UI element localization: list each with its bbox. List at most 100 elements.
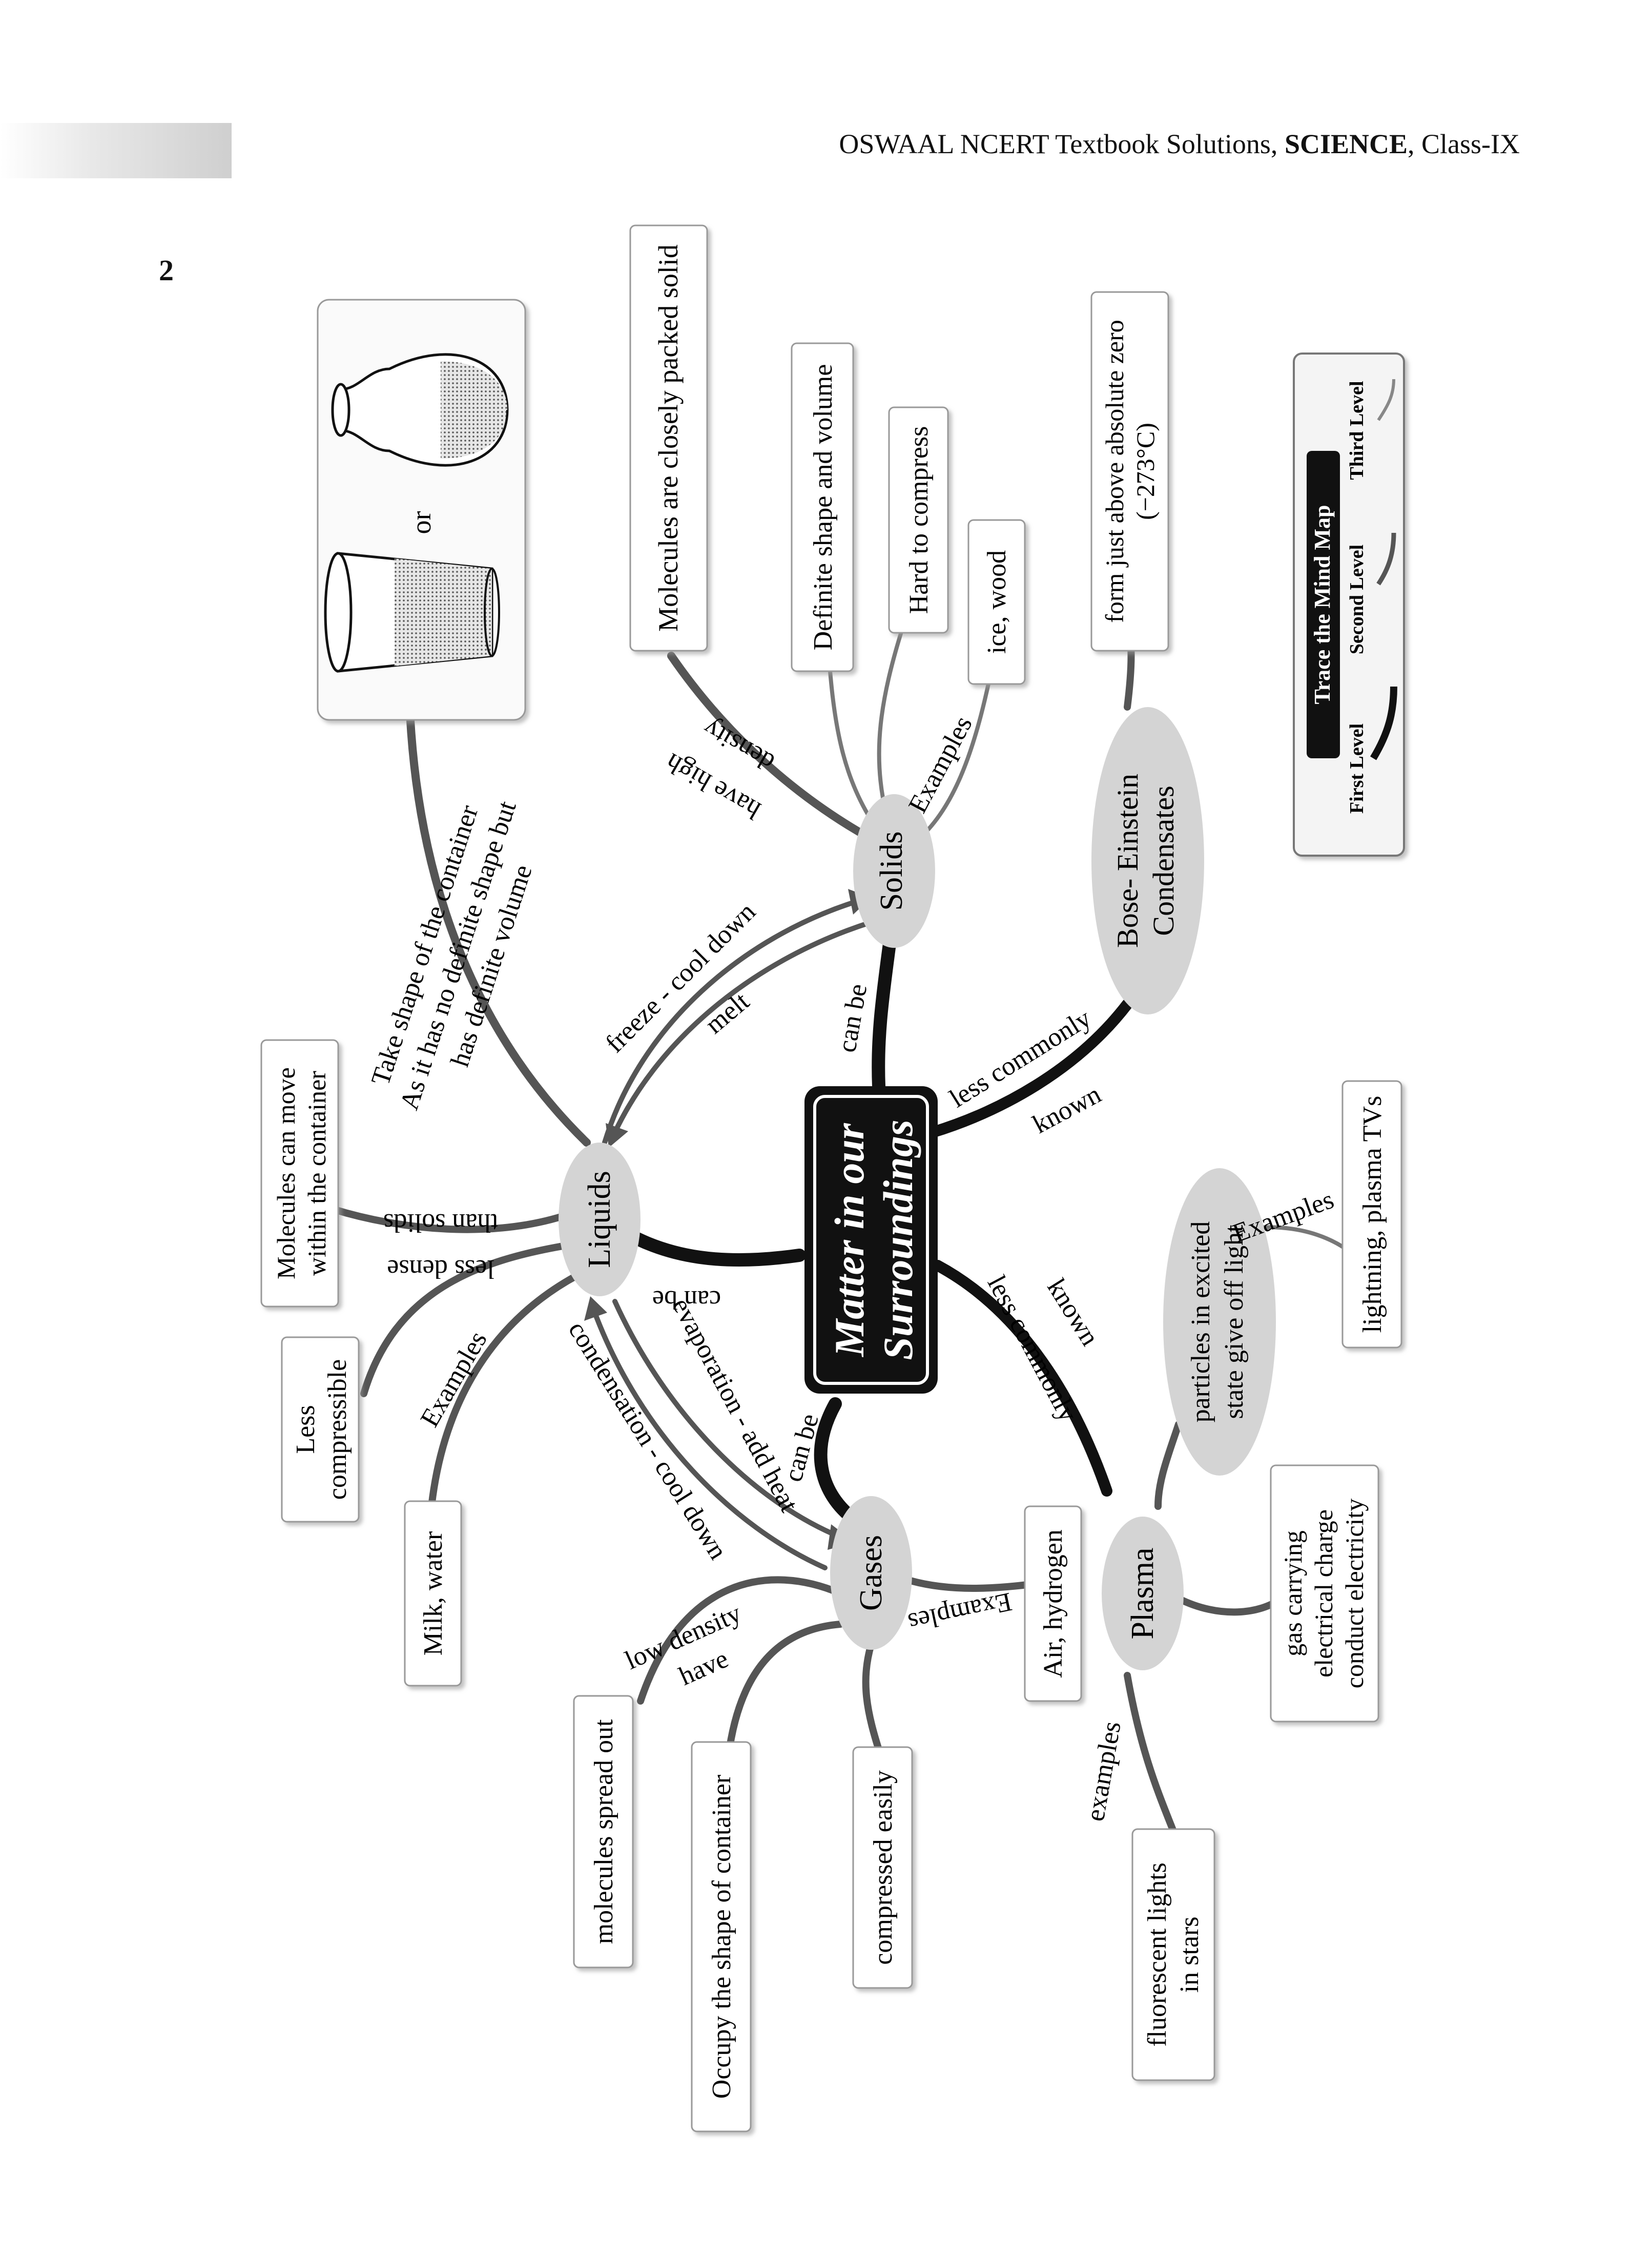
- connector-liquids-container: [406, 708, 591, 1147]
- box-solid-examples: ice, wood: [967, 519, 1026, 685]
- label-plasma-known: known: [1041, 1274, 1104, 1351]
- box-gas-spread: molecules spread out: [573, 1695, 634, 1968]
- label-solids-can-be: can be: [832, 982, 873, 1054]
- connector-plasma-fluor: [1124, 1672, 1182, 1848]
- legend-second: Second Level: [1346, 545, 1368, 654]
- solid-packed-text: Molecules are closely packed solid: [653, 244, 684, 632]
- box-solid-hard: Hard to compress: [888, 406, 949, 634]
- label-plasma-examples: examples: [1081, 1719, 1127, 1823]
- connector-gases-compressed: [862, 1641, 885, 1761]
- gas-spread-text: molecules spread out: [589, 1719, 618, 1944]
- connector-solids-packed: [667, 652, 878, 844]
- box-gas-examples: Air, hydrogen: [1024, 1505, 1082, 1702]
- connector-center-gases: [814, 1397, 857, 1523]
- liquid-move-line2: within the container: [302, 1071, 331, 1276]
- connector-liquids-milk: [427, 1272, 580, 1520]
- publisher-text: OSWAAL NCERT Textbook Solutions,: [839, 129, 1285, 159]
- running-head: OSWAAL NCERT Textbook Solutions, SCIENCE…: [839, 128, 1520, 160]
- legend-title: Trace the Mind Map: [1310, 505, 1335, 704]
- connector-solids-hard: [877, 628, 904, 817]
- arrowhead-melt: [606, 1123, 628, 1148]
- page-header: 2 OSWAAL NCERT Textbook Solutions, SCIEN…: [0, 0, 1652, 287]
- label-gases-examples: Examples: [905, 1587, 1014, 1637]
- or-label: or: [406, 511, 437, 534]
- arrowhead-condensation: [584, 1296, 607, 1321]
- connector-center-bec: [927, 999, 1133, 1138]
- gases-label: Gases: [854, 1535, 889, 1611]
- solid-hard-text: Hard to compress: [904, 426, 934, 614]
- box-plasma-fluor: fluorescent lights in stars: [1131, 1828, 1215, 2081]
- vase-icon: [331, 353, 509, 467]
- particles-line1: particles in excited: [1186, 1221, 1215, 1423]
- gas-compressed-text: compressed easily: [869, 1770, 898, 1965]
- plasma-gas-line3: conduct electricity: [1340, 1499, 1369, 1689]
- center-node: Matter in our Surroundings: [804, 1086, 938, 1394]
- connectors: [329, 616, 1350, 1848]
- box-solid-packed: Molecules are closely packed solid: [629, 224, 708, 652]
- subject-text: SCIENCE: [1284, 129, 1408, 159]
- label-density: density: [698, 713, 779, 777]
- glass-icon: [324, 552, 500, 673]
- connector-gases-occupy: [724, 1621, 844, 1766]
- connector-plasma-gas: [1175, 1595, 1285, 1616]
- box-gas-compressed: compressed easily: [852, 1746, 913, 1989]
- plasma-gas-line1: gas carrying: [1278, 1530, 1307, 1656]
- connector-plasma-particles: [1154, 1421, 1182, 1510]
- solid-examples-text: ice, wood: [982, 550, 1011, 654]
- gas-occupy-text: Occupy the shape of container: [707, 1775, 736, 2099]
- box-liquid-move: Molecules can move within the container: [260, 1039, 339, 1308]
- legend-first: First Level: [1346, 723, 1368, 814]
- node-solids: Solids: [853, 794, 935, 948]
- connector-center-liquids: [606, 1218, 806, 1267]
- arrow-evaporation: [612, 1299, 843, 1540]
- bec-label-line1: Bose- Einstein: [1111, 774, 1144, 948]
- label-freeze: freeze - cool down: [600, 897, 761, 1059]
- connector-liquids-lessdense: [329, 1206, 572, 1233]
- label-less-dense: less dense: [387, 1254, 494, 1283]
- particles-line2: state give off light: [1220, 1225, 1249, 1419]
- connector-gases-spread: [637, 1576, 844, 1705]
- center-title-line1: Matter in our: [826, 1123, 873, 1358]
- legend-third-swatch: [1377, 379, 1395, 421]
- label-liquids-can-be: can be: [652, 1285, 721, 1314]
- node-liquids: Liquids: [559, 1143, 641, 1296]
- node-gases: Gases: [830, 1496, 912, 1650]
- box-gas-occupy: Occupy the shape of container: [691, 1741, 752, 2132]
- legend: Trace the Mind Map First Level Second Le…: [1293, 353, 1405, 857]
- plasma-fluor-line2: in stars: [1175, 1917, 1204, 1993]
- liquid-examples-text: Milk, water: [419, 1531, 448, 1656]
- box-solid-definite: Definite shape and volume: [791, 342, 854, 672]
- plasma-gas-line2: electrical charge: [1309, 1509, 1338, 1677]
- arrow-condensation: [592, 1309, 828, 1570]
- bec-form-line2: (−273°C): [1131, 423, 1160, 520]
- page-number-tab: 2: [0, 123, 232, 287]
- box-plasma-gas: gas carrying electrical charge conduct e…: [1270, 1464, 1379, 1723]
- legend-third: Third Level: [1346, 381, 1368, 480]
- box-liquid-compressible: Less compressible: [281, 1336, 360, 1523]
- connector-solids-examples: [915, 679, 991, 842]
- class-text: , Class-IX: [1408, 129, 1520, 159]
- liquid-move-line1: Molecules can move: [272, 1067, 300, 1279]
- bec-form-line1: form just above absolute zero: [1100, 320, 1129, 623]
- connector-center-plasma: [932, 1260, 1112, 1497]
- connector-solids-definite: [828, 669, 873, 822]
- solid-definite-text: Definite shape and volume: [809, 364, 838, 651]
- bec-label-line2: Condensates: [1147, 785, 1180, 936]
- node-plasma: Plasma: [1102, 1517, 1184, 1670]
- arrow-melt: [612, 920, 874, 1135]
- plasma-label: Plasma: [1125, 1547, 1160, 1639]
- liquids-label: Liquids: [582, 1171, 617, 1268]
- legend-first-swatch: [1370, 686, 1397, 760]
- legend-second-swatch: [1376, 532, 1396, 586]
- node-bec: Bose- Einstein Condensates: [1091, 707, 1204, 1014]
- connector-gases-examples: [898, 1574, 1044, 1592]
- plasma-lightning-text: lightning, plasma TVs: [1358, 1096, 1387, 1333]
- arrow-freeze: [602, 899, 858, 1145]
- box-bec-form: form just above absolute zero (−273°C): [1090, 291, 1169, 652]
- label-than-solids: than solids: [383, 1208, 498, 1237]
- center-title-line2: Surroundings: [875, 1119, 921, 1360]
- connector-liquids-compressible: [360, 1241, 572, 1397]
- gas-examples-text: Air, hydrogen: [1039, 1529, 1068, 1678]
- box-plasma-lightning: lightning, plasma TVs: [1341, 1080, 1402, 1349]
- page-number: 2: [159, 254, 174, 287]
